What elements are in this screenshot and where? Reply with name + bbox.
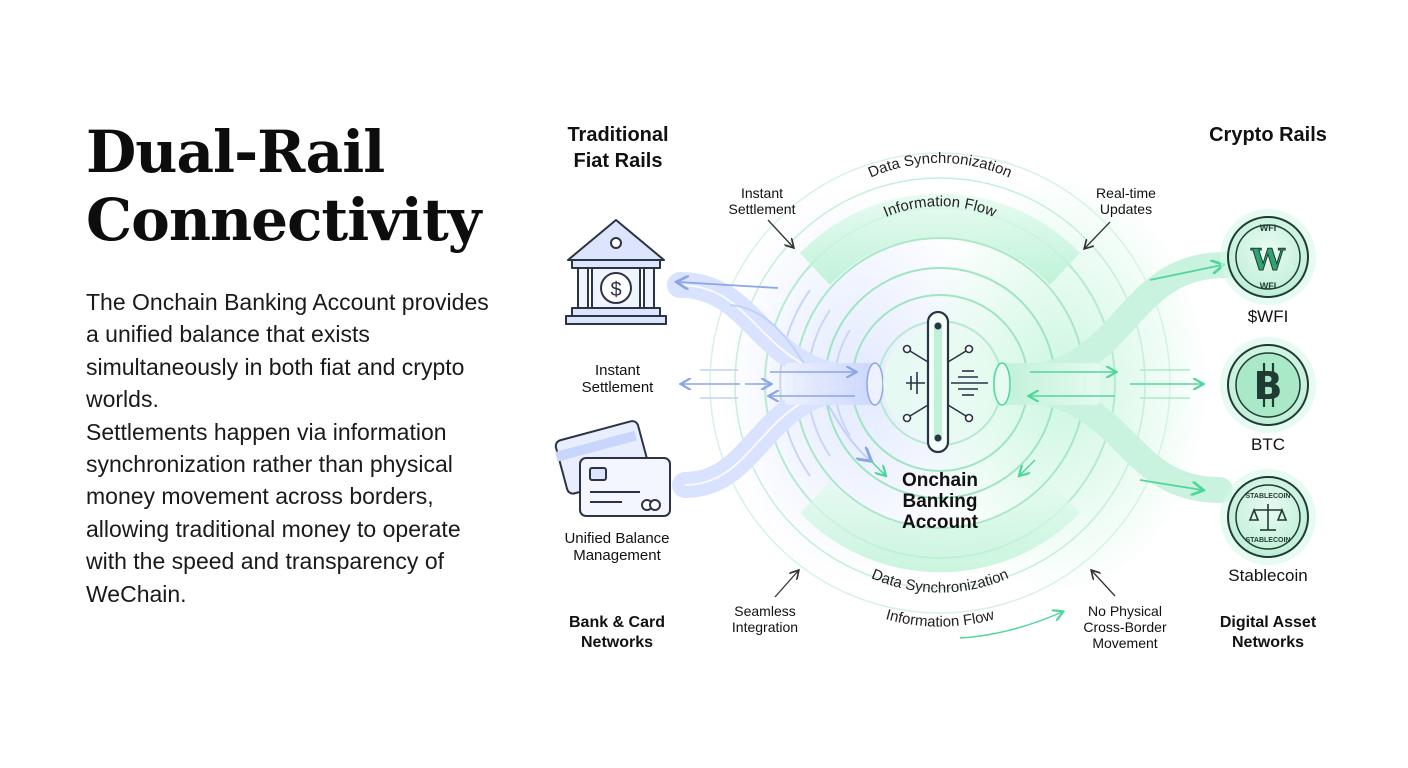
scales-icon (1248, 504, 1288, 531)
svg-text:STABLECOIN: STABLECOIN (1246, 537, 1291, 544)
dual-rail-diagram: Data Synchronization Information Flow Da… (530, 100, 1400, 680)
callout-arrow-top-right (1085, 221, 1111, 248)
page-title: Dual-Rail Connectivity (86, 118, 516, 254)
callout-arrow-bottom-left (774, 571, 798, 598)
title-line-1: Dual-Rail (86, 118, 385, 186)
callout-seamless-integration: Seamless Integration (731, 603, 799, 635)
ring-arrow-left (869, 459, 885, 475)
onchain-banking-account-label: Onchain Banking Account (901, 470, 978, 533)
svg-text:STABLECOIN: STABLECOIN (1246, 493, 1291, 500)
asset-label-wfi: $WFI (1247, 307, 1289, 326)
title-line-2: Connectivity (86, 186, 481, 254)
fiat-rails-header: Traditional Fiat Rails (567, 124, 669, 172)
svg-text:WFI: WFI (1260, 281, 1277, 291)
diagram-graphics: Data Synchronization Information Flow Da… (554, 150, 1316, 639)
asset-label-btc: BTC (1251, 435, 1285, 454)
arc-label-bottom-inner: Information Flow (884, 606, 996, 630)
ring-arrow-right (1020, 459, 1036, 475)
callout-real-time-updates: Real-time Updates (1096, 185, 1156, 217)
bottom-flow-arrow (959, 612, 1062, 639)
label-instant-settlement: Instant Settlement (581, 362, 654, 396)
svg-text:$: $ (610, 279, 621, 301)
asset-label-stablecoin: Stablecoin (1228, 566, 1308, 585)
digital-asset-networks-label: Digital Asset Networks (1219, 614, 1317, 651)
btc-coin-icon: B (1220, 337, 1316, 433)
wfi-coin-icon: WFI W WFI (1220, 209, 1316, 305)
description: The Onchain Banking Account provides a u… (86, 286, 506, 610)
fiat-flow-pipes (667, 272, 884, 498)
bottom-sync-band (800, 481, 1080, 573)
svg-text:B: B (1254, 364, 1283, 408)
callout-no-physical-movement: No Physical Cross-Border Movement (1083, 603, 1167, 651)
top-sync-band (800, 193, 1080, 285)
callout-instant-settlement-top: Instant Settlement (728, 185, 796, 217)
label-unified-balance: Unified Balance Management (564, 530, 670, 564)
central-account-pill (883, 310, 993, 454)
credit-card-icon (554, 420, 671, 517)
description-paragraph-2: Settlements happen via information synch… (86, 418, 461, 607)
callout-arrow-bottom-right (1092, 571, 1116, 597)
arc-label-top-outer: Data Synchronization (866, 150, 1015, 181)
bank-card-networks-label: Bank & Card Networks (568, 614, 666, 651)
crypto-flow-pipes (992, 252, 1238, 503)
callout-arrow-top-left (767, 219, 793, 247)
svg-text:WFI: WFI (1260, 223, 1277, 233)
crypto-rails-header: Crypto Rails (1209, 124, 1327, 146)
bank-icon: $ (565, 219, 667, 325)
stablecoin-coin-icon: STABLECOIN STABLECOIN (1220, 469, 1316, 565)
svg-text:W: W (1250, 243, 1286, 278)
description-paragraph-1: The Onchain Banking Account provides a u… (86, 289, 489, 413)
